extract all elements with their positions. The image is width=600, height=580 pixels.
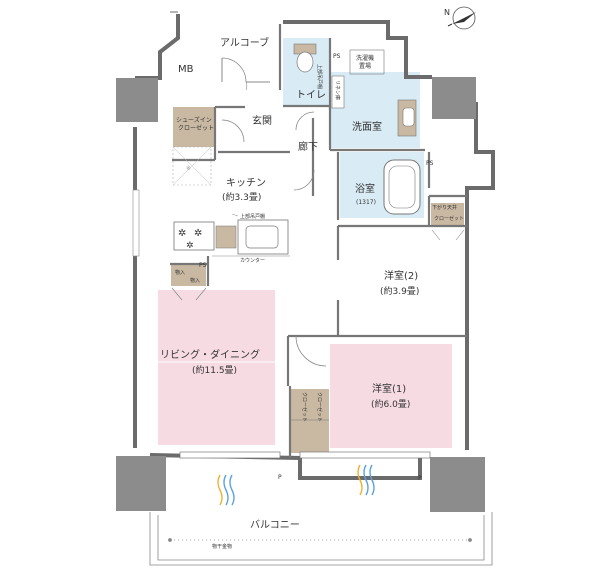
- column-top-left: [116, 78, 158, 122]
- balcony-label: バルコニー: [250, 519, 300, 531]
- handrail-label: 物干金物: [212, 543, 232, 550]
- kitchen-shelf: [215, 225, 237, 249]
- alcove-label: アルコーブ: [220, 36, 269, 49]
- stove-icon: ✲ ✲ ✲: [173, 221, 215, 251]
- interior-walls: [170, 24, 467, 458]
- closet-small-floor: [431, 203, 464, 227]
- storage-label-2: 物入: [190, 277, 200, 284]
- storage-label-1: 物入: [175, 269, 185, 276]
- ps-label-3: PS: [199, 262, 207, 269]
- living-size: (約11.5畳): [192, 364, 237, 376]
- linen-shelf: [331, 75, 345, 109]
- western1-floor: [330, 344, 452, 448]
- laundry-label-2: 置場: [359, 62, 371, 70]
- washroom-label: 洗面室: [352, 120, 382, 133]
- shoes-closet-label-1: シューズイン: [176, 116, 212, 124]
- svg-text:※: ※: [186, 165, 191, 172]
- closet-small-door[interactable]: [431, 229, 465, 241]
- column-top-right: [432, 77, 476, 119]
- p-label-2: P: [418, 475, 422, 482]
- closet-v1-label: クローゼット: [301, 392, 308, 422]
- counter-label: カウンター: [240, 257, 265, 264]
- sink-icon: [397, 99, 417, 137]
- shoes-closet-label-2: クローゼット: [178, 124, 214, 132]
- storage-floor: [171, 264, 206, 286]
- kitchen-size: (約3.3畳): [222, 191, 261, 203]
- laundry-label-1: 洗濯機: [356, 54, 374, 62]
- storage-door[interactable]: [171, 287, 207, 301]
- western1-label: 洋室(1): [372, 382, 406, 395]
- compass-icon: N: [444, 6, 476, 30]
- side-window: [132, 189, 140, 257]
- ps-label-2: PS: [426, 160, 434, 167]
- ps-label-1: PS: [333, 53, 341, 60]
- closet-v2-label: クローゼット: [316, 392, 323, 422]
- p-label-1: P: [278, 474, 282, 481]
- compass-north-label: N: [444, 8, 450, 17]
- hallway-label: 廊下: [298, 140, 318, 153]
- sink-icon-kitchen: [237, 219, 289, 255]
- ceiling-lowered-label: 下がり天井: [432, 204, 457, 211]
- western2-label: 洋室(2): [384, 269, 418, 282]
- toilet-door[interactable]: [295, 111, 315, 131]
- closet-v-floor: [289, 389, 329, 453]
- western2-size: (約3.9畳): [380, 285, 419, 297]
- shoes-closet-floor: [173, 107, 215, 147]
- linen-label: リネン庫: [334, 80, 341, 100]
- bath-size: (1317): [356, 199, 376, 206]
- toilet-label: トイレ: [296, 90, 326, 101]
- bathtub-icon: [383, 159, 421, 215]
- column-bottom-left: [116, 456, 166, 511]
- western2-door[interactable]: [295, 335, 327, 367]
- upper-shelf-toilet-label: 上部吊戸棚: [316, 64, 323, 89]
- western1-size: (約6.0畳): [371, 398, 410, 410]
- balcony: [149, 512, 493, 566]
- living-dining-floor: [158, 290, 275, 445]
- svg-text:✲: ✲: [178, 228, 186, 239]
- floor-hatch: ※: [172, 146, 212, 186]
- living-label: リビング・ダイニング: [160, 348, 260, 361]
- genkan-label: 玄関: [252, 114, 272, 127]
- kitchen-label: キッチン: [226, 177, 266, 189]
- bath-door[interactable]: [293, 169, 315, 191]
- mb-label: MB: [178, 64, 194, 75]
- toilet-icon: [293, 43, 317, 73]
- bath-label: 浴室: [355, 182, 375, 195]
- closet-small-label: クローゼット: [434, 215, 464, 222]
- column-bottom-right: [430, 457, 485, 512]
- upper-shelf-kitchen-label: 上部吊戸棚: [240, 213, 265, 220]
- entrance-door[interactable]: [221, 57, 270, 91]
- breeze-icon: [217, 464, 375, 506]
- svg-text:✲: ✲: [194, 228, 202, 239]
- genkan-door[interactable]: [221, 119, 245, 143]
- windows: [179, 451, 431, 459]
- upper-shelf-kitchen-leader: [231, 213, 239, 217]
- svg-text:✲: ✲: [186, 241, 194, 251]
- laundry-area: [349, 49, 385, 75]
